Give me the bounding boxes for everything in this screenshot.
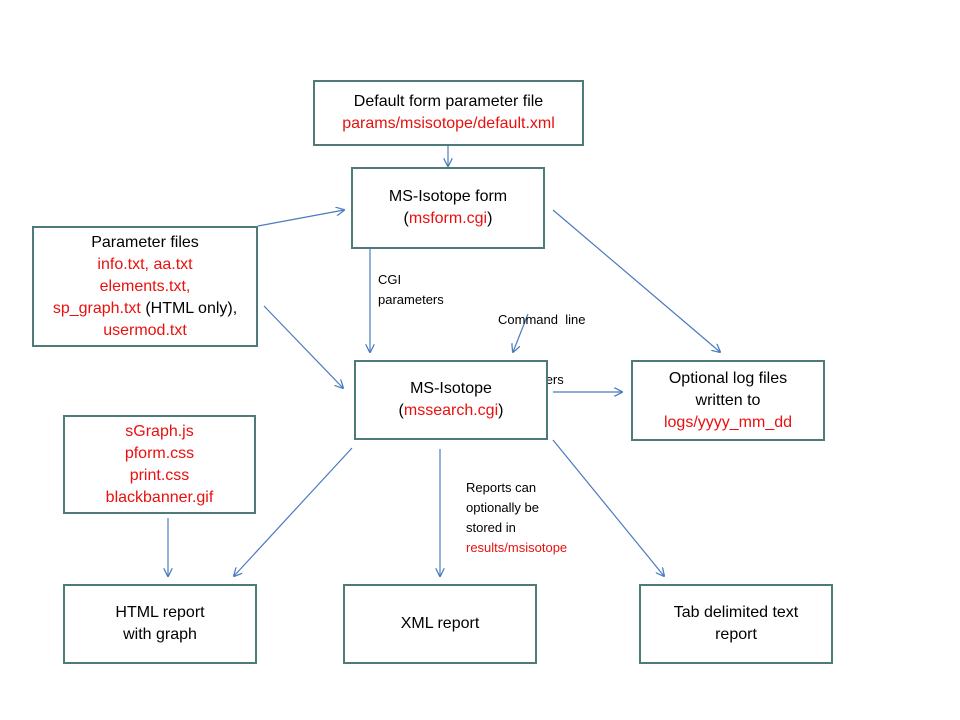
sp-graph-file: sp_graph.txt xyxy=(52,299,141,317)
html-report-box: HTML report with graph xyxy=(63,584,257,664)
cgi-parameters-label: CGI parameters xyxy=(378,272,444,307)
resource-file: blackbanner.gif xyxy=(105,488,214,506)
arrow-form-to-log xyxy=(552,209,720,352)
msisotope-form-box: MS-Isotope form (msform.cgi) xyxy=(351,167,545,249)
arrow-params-to-form xyxy=(257,210,344,227)
log-files-box: Optional log files written to logs/yyyy_… xyxy=(631,360,825,441)
arrow-params-to-search xyxy=(263,305,343,388)
mssearch-script-name: mssearch.cgi xyxy=(403,402,499,419)
default-param-file-title: Default form parameter file xyxy=(353,93,544,110)
parameter-file-line-1: info.txt, aa.txt xyxy=(97,255,193,273)
arrow-search-to-tab xyxy=(552,439,664,576)
msisotope-search-box: MS-Isotope (mssearch.cgi) xyxy=(354,360,548,440)
default-param-file-box: Default form parameter file params/msiso… xyxy=(313,80,584,146)
msisotope-search-title: MS-Isotope xyxy=(410,380,492,397)
resource-file: sGraph.js xyxy=(125,422,194,440)
resource-file: print.css xyxy=(129,466,190,484)
parameter-file-line-4: usermod.txt xyxy=(103,321,187,339)
default-param-file-path: params/msisotope/default.xml xyxy=(342,115,555,132)
resource-file: pform.css xyxy=(124,444,195,462)
parameter-files-title: Parameter files xyxy=(91,233,199,251)
msisotope-form-title: MS-Isotope form xyxy=(388,188,508,205)
tab-delimited-report-box: Tab delimited text report xyxy=(639,584,833,664)
msisotope-form-script-line: (msform.cgi) xyxy=(403,210,493,227)
resource-files-box: sGraph.js pform.css print.css blackbanne… xyxy=(63,415,256,514)
log-files-path: logs/yyyy_mm_dd xyxy=(663,413,793,431)
results-storage-path: results/msisotope xyxy=(466,540,568,555)
results-storage-note: Reports can optionally be stored in resu… xyxy=(466,478,567,558)
parameter-files-box: Parameter files info.txt, aa.txt element… xyxy=(32,226,258,347)
parameter-file-line-2: elements.txt, xyxy=(99,277,191,295)
arrow-search-to-html xyxy=(234,447,353,576)
xml-report-box: XML report xyxy=(343,584,537,664)
arrow-cmdline-to-search xyxy=(513,313,529,352)
parameter-file-line-3: sp_graph.txt (HTML only), xyxy=(52,299,238,317)
msisotope-search-script-line: (mssearch.cgi) xyxy=(398,402,504,419)
msform-script-name: msform.cgi xyxy=(408,210,488,227)
